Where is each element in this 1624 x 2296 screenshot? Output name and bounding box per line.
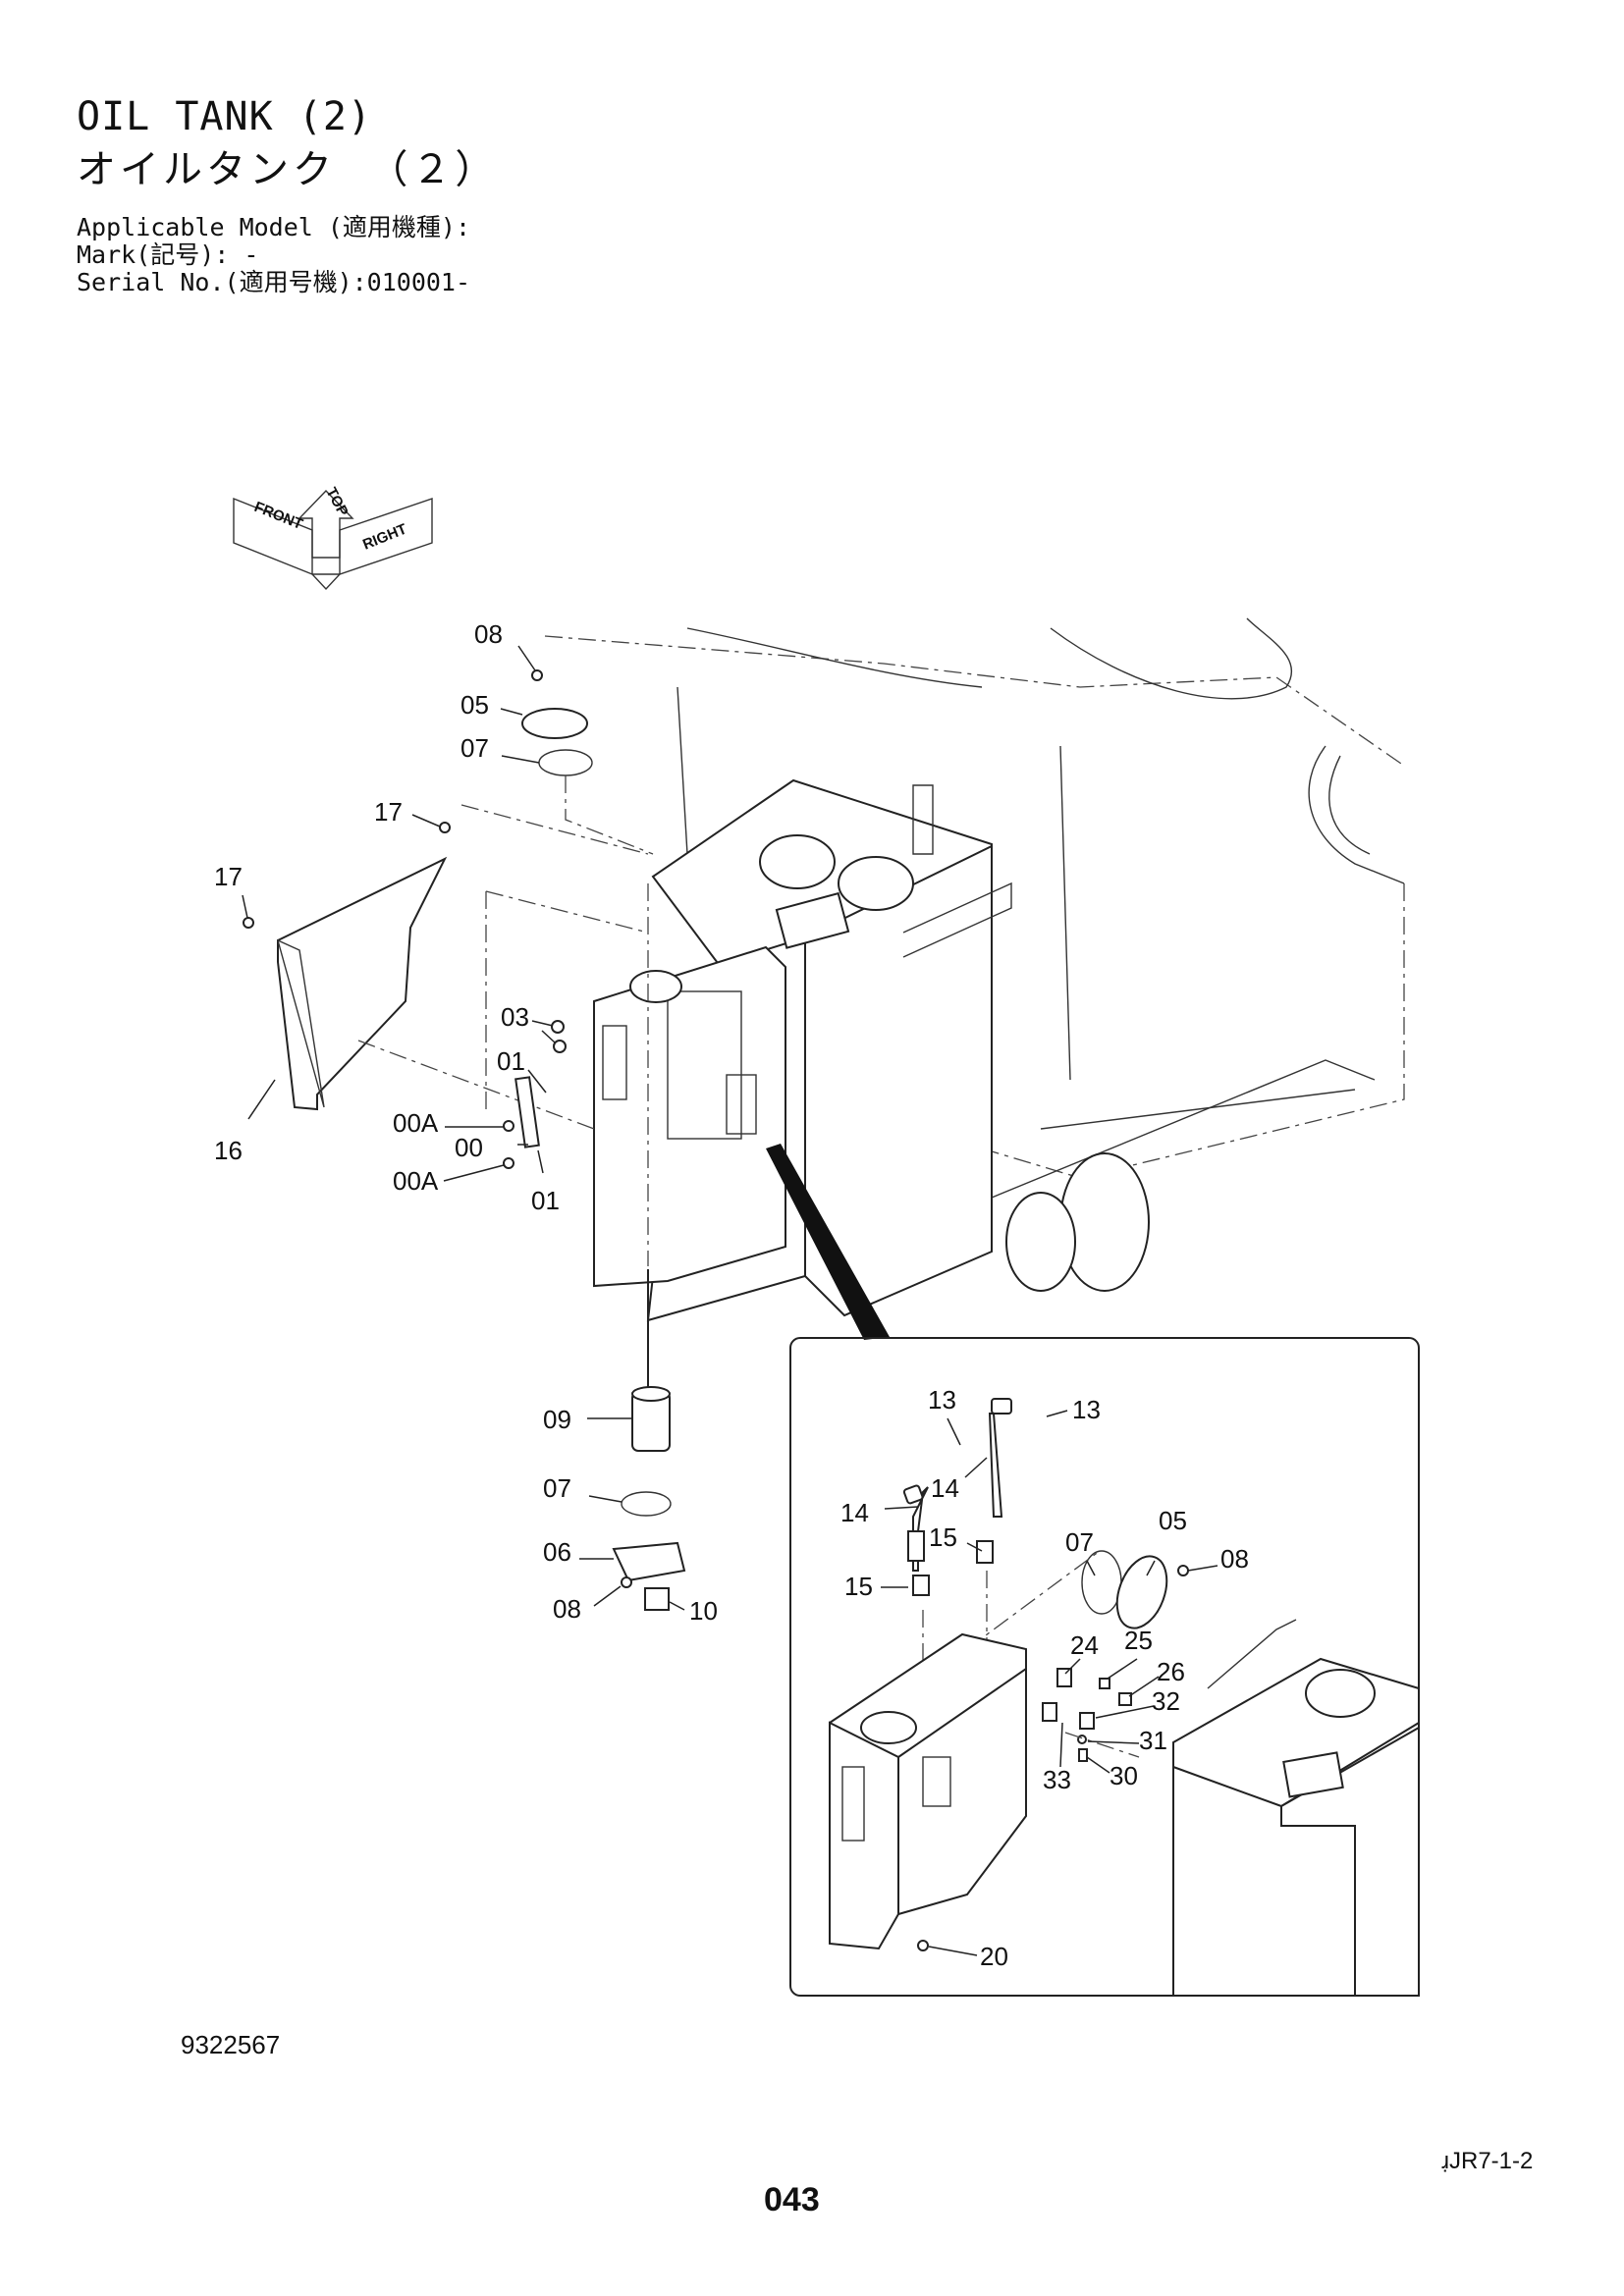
callout-08-inset-plug: 08	[1220, 1544, 1249, 1574]
return-filter-assembly	[612, 883, 686, 1611]
callout-05-inset-cover: 05	[1159, 1506, 1187, 1535]
callout-26: 26	[1157, 1657, 1185, 1686]
top-cover-parts	[521, 669, 654, 855]
callout-15-right-adapter: 15	[929, 1522, 957, 1552]
callout-05-top-cover: 05	[460, 690, 489, 720]
callout-06-filter-cover: 06	[543, 1537, 571, 1567]
page-number: 043	[764, 2181, 820, 2218]
callout-24: 24	[1070, 1630, 1099, 1660]
callout-00-level-gauge: 00	[455, 1133, 483, 1162]
detail-inset-drawing	[829, 1398, 1420, 1997]
callout-32: 32	[1152, 1686, 1180, 1716]
page-title-japanese: オイルタンク （２）	[77, 147, 499, 192]
mark-label: Mark(記号): -	[77, 240, 259, 269]
callout-00A-lower: 00A	[393, 1166, 439, 1196]
callout-20-drain-plug: 20	[980, 1942, 1008, 1971]
callout-13-left-fitting: 13	[928, 1385, 956, 1415]
level-gauge-parts	[503, 1020, 627, 1169]
callout-25: 25	[1124, 1626, 1153, 1655]
callout-14-left-hose: 14	[840, 1498, 869, 1527]
right-direction-label: RIGHT	[360, 520, 409, 553]
callout-07-top-seal: 07	[460, 733, 489, 763]
callout-17-lower-bolt: 17	[214, 862, 243, 891]
callout-08-filter-plug: 08	[553, 1594, 581, 1624]
leader-lines	[242, 645, 1218, 1956]
detail-inset-frame	[789, 1337, 1420, 1997]
callout-17-upper-bolt: 17	[374, 797, 403, 827]
page-reference: ɹ̣JR7-1-2	[1441, 2148, 1534, 2174]
callout-30: 30	[1110, 1761, 1138, 1790]
callout-08-top-plug: 08	[474, 619, 503, 649]
serial-number-label: Serial No.(適用号機):010001-	[77, 268, 471, 296]
orientation-indicator-icon: TOP FRONT RIGHT	[233, 485, 433, 591]
top-direction-label: TOP	[322, 485, 351, 519]
detail-pointer	[766, 1144, 890, 1340]
drawing-number: 9322567	[181, 2030, 281, 2059]
oil-tank-body	[593, 778, 1012, 1322]
callout-00A-upper: 00A	[393, 1108, 439, 1138]
page-title: OIL TANK (2)	[77, 94, 372, 139]
applicable-model-label: Applicable Model (適用機種):	[77, 213, 471, 241]
callout-01-upper-washer: 01	[497, 1046, 525, 1076]
callout-09-filter-element: 09	[543, 1405, 571, 1434]
callout-15-left-adapter: 15	[844, 1572, 873, 1601]
callout-03-bolt: 03	[501, 1002, 529, 1032]
callout-31: 31	[1139, 1726, 1167, 1755]
callout-10-fitting: 10	[689, 1596, 718, 1626]
callout-33: 33	[1043, 1765, 1071, 1794]
callout-14-right-hose: 14	[931, 1473, 959, 1503]
callout-13-right-fitting: 13	[1072, 1395, 1101, 1424]
callout-07-inset-seal: 07	[1065, 1527, 1094, 1557]
callout-01-lower-washer: 01	[531, 1186, 560, 1215]
callout-16-side-cover: 16	[214, 1136, 243, 1165]
callout-07-filter-seal: 07	[543, 1473, 571, 1503]
front-direction-label: FRONT	[252, 499, 305, 533]
machine-frame	[544, 617, 1405, 1292]
side-cover-part	[243, 822, 451, 1111]
callout-labels: 08 05 07 17 17 03 01 00A 00 00A 01 16 09…	[214, 619, 1249, 1971]
